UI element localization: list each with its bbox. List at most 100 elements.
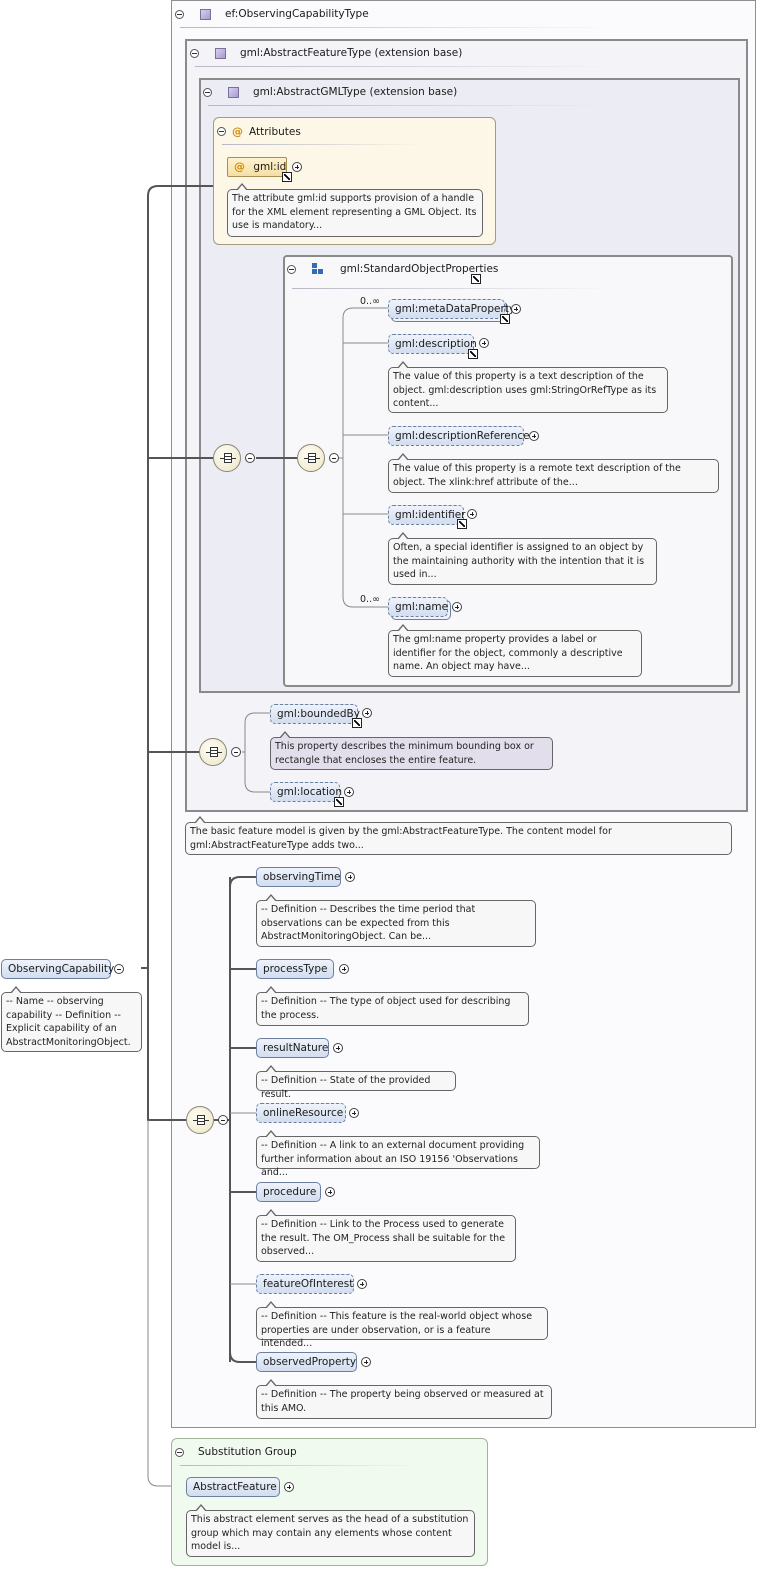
onlineresource-element[interactable]: onlineResource <box>256 1103 346 1123</box>
onlineresource-doc: -- Definition -- A link to an external d… <box>256 1130 540 1178</box>
standard-object-properties-header: gml:StandardObjectProperties <box>287 263 498 275</box>
processtype-element[interactable]: processType <box>256 959 334 979</box>
collapse-icon[interactable] <box>175 9 184 19</box>
abstract-feature-doc: This abstract element serves as the head… <box>186 1504 475 1557</box>
complex-type-icon <box>200 8 211 20</box>
attribute-icon: @ <box>234 160 245 173</box>
reference-arrow-icon <box>457 519 467 529</box>
element-label: gml:description <box>395 338 477 350</box>
observedproperty-element[interactable]: observedProperty <box>256 1352 357 1372</box>
element-label: procedure <box>263 1186 317 1198</box>
feature-extension-title: gml:AbstractFeatureType (extension base) <box>240 47 463 59</box>
gml-name-element[interactable]: gml:name <box>388 597 448 617</box>
element-label: processType <box>263 963 328 975</box>
gml-location-element[interactable]: gml:location <box>270 782 343 802</box>
element-label: gml:location <box>277 786 343 798</box>
expand-icon[interactable] <box>333 1043 343 1053</box>
attributes-header: @ Attributes <box>217 125 301 138</box>
standard-object-properties-title: gml:StandardObjectProperties <box>340 263 499 275</box>
type-title: ef:ObservingCapabilityType <box>225 8 369 20</box>
reference-arrow-icon <box>334 797 344 807</box>
collapse-icon[interactable] <box>218 1115 228 1125</box>
header-divider <box>208 105 608 106</box>
expand-icon[interactable] <box>292 162 302 172</box>
element-label: onlineResource <box>263 1107 344 1119</box>
procedure-element[interactable]: procedure <box>256 1182 321 1202</box>
resultnature-element[interactable]: resultNature <box>256 1038 329 1058</box>
element-label: gml:name <box>395 601 449 613</box>
expand-icon[interactable] <box>344 787 354 797</box>
collapse-icon[interactable] <box>245 453 255 463</box>
collapse-icon[interactable] <box>175 1447 184 1457</box>
header-divider <box>222 144 422 145</box>
expand-icon[interactable] <box>325 1187 335 1197</box>
element-label: ObservingCapability <box>8 963 115 975</box>
sequence-compositor-icon <box>186 1106 214 1134</box>
gml-id-label: gml:id <box>253 161 287 173</box>
header-divider <box>195 66 615 67</box>
expand-icon[interactable] <box>479 338 489 348</box>
type-header: ef:ObservingCapabilityType <box>175 8 369 20</box>
gml-boundedby-doc: This property describes the minimum boun… <box>270 731 553 770</box>
expand-icon[interactable] <box>357 1279 367 1289</box>
expand-icon[interactable] <box>345 872 355 882</box>
expand-icon[interactable] <box>362 708 372 718</box>
expand-icon[interactable] <box>511 304 521 314</box>
element-label: gml:identifier <box>395 509 466 521</box>
feature-extension-header: gml:AbstractFeatureType (extension base) <box>190 47 462 59</box>
observing-capability-element[interactable]: ObservingCapability <box>1 959 115 979</box>
collapse-icon[interactable] <box>114 964 124 974</box>
element-label: observedProperty <box>263 1356 357 1368</box>
gml-descriptionreference-element[interactable]: gml:descriptionReference <box>388 426 530 446</box>
gml-identifier-doc: Often, a special identifier is assigned … <box>388 532 657 585</box>
collapse-icon[interactable] <box>329 453 339 463</box>
element-label: featureOfInterest <box>263 1278 354 1290</box>
reference-arrow-icon <box>500 314 510 324</box>
header-divider <box>180 1465 420 1466</box>
collapse-icon[interactable] <box>217 127 226 136</box>
featureofinterest-element[interactable]: featureOfInterest <box>256 1274 354 1294</box>
expand-icon[interactable] <box>452 602 462 612</box>
substitution-group-title: Substitution Group <box>198 1446 297 1458</box>
element-label: observingTime <box>263 871 341 883</box>
expand-icon[interactable] <box>529 431 539 441</box>
header-divider <box>180 27 620 28</box>
collapse-icon[interactable] <box>231 747 241 757</box>
expand-icon[interactable] <box>467 509 477 519</box>
gml-description-doc: The value of this property is a text des… <box>388 361 668 413</box>
abstract-feature-type-doc: The basic feature model is given by the … <box>185 816 732 855</box>
observingtime-element[interactable]: observingTime <box>256 867 341 887</box>
gml-boundedby-element[interactable]: gml:boundedBy <box>270 704 360 724</box>
expand-icon[interactable] <box>349 1108 359 1118</box>
reference-arrow-icon <box>471 274 481 284</box>
attribute-icon: @ <box>232 125 243 138</box>
element-label: AbstractFeature <box>193 1481 277 1493</box>
observedproperty-doc: -- Definition -- The property being obse… <box>256 1379 552 1419</box>
complex-type-icon <box>228 86 239 98</box>
abstract-feature-element[interactable]: AbstractFeature <box>186 1477 280 1497</box>
gml-identifier-element[interactable]: gml:identifier <box>388 505 466 525</box>
sequence-compositor-icon <box>199 738 227 766</box>
expand-icon[interactable] <box>361 1357 371 1367</box>
collapse-icon[interactable] <box>190 48 199 58</box>
element-label: gml:descriptionReference <box>395 430 530 442</box>
header-divider <box>292 288 612 289</box>
expand-icon[interactable] <box>284 1482 294 1492</box>
group-icon <box>312 263 324 275</box>
gml-metadataproperty-element[interactable]: gml:metaDataProperty <box>388 299 515 319</box>
reference-arrow-icon <box>282 172 292 182</box>
gml-description-element[interactable]: gml:description <box>388 334 477 354</box>
gml-id-attribute[interactable]: @ gml:id <box>227 157 287 177</box>
cardinality-label: 0..∞ <box>360 594 380 605</box>
attributes-title: Attributes <box>249 125 301 138</box>
observing-capability-doc: -- Name -- observing capability -- Defin… <box>1 986 142 1052</box>
gml-descriptionreference-doc: The value of this property is a remote t… <box>388 453 719 493</box>
gml-extension-title: gml:AbstractGMLType (extension base) <box>253 86 458 98</box>
collapse-icon[interactable] <box>287 264 296 274</box>
expand-icon[interactable] <box>339 964 349 974</box>
sequence-compositor-icon <box>297 444 325 472</box>
featureofinterest-doc: -- Definition -- This feature is the rea… <box>256 1301 548 1349</box>
collapse-icon[interactable] <box>203 87 212 97</box>
